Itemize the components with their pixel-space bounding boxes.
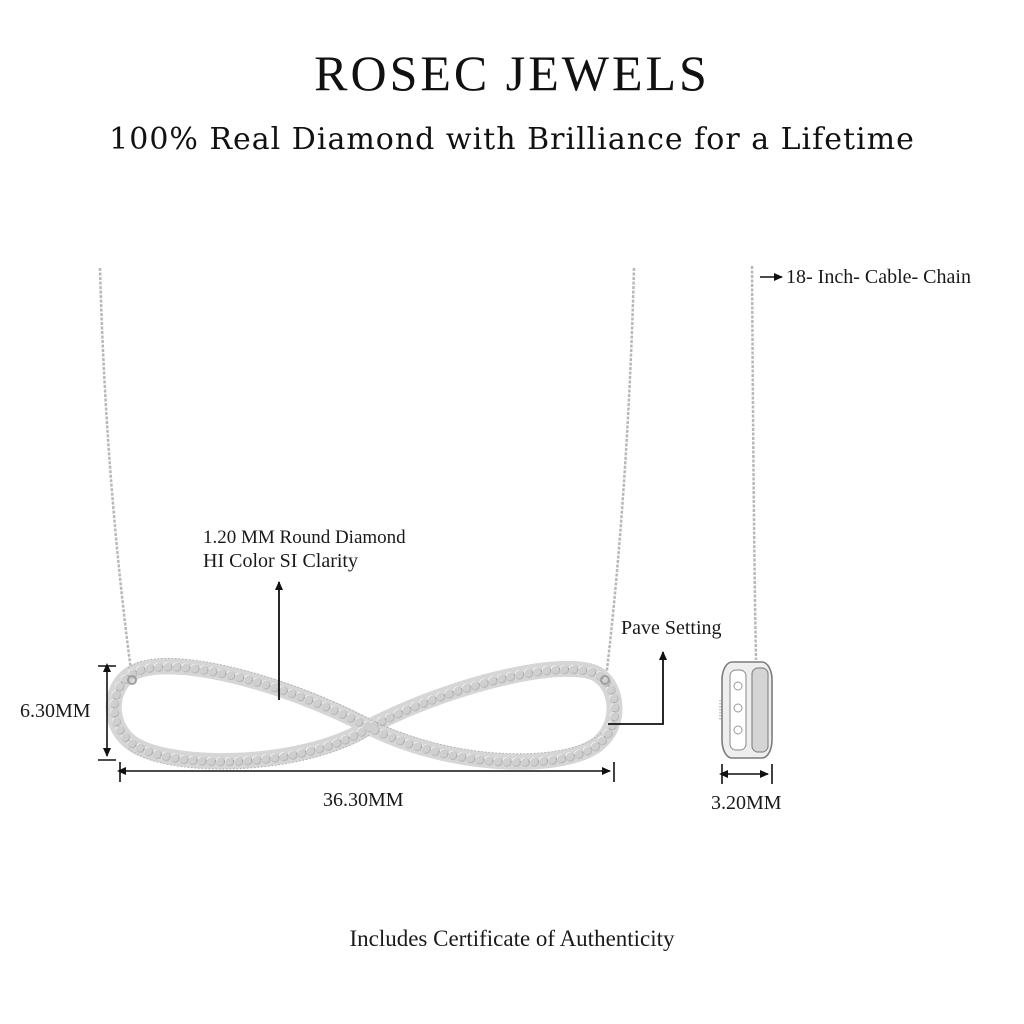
brand-title: ROSEC JEWELS [314, 45, 710, 101]
depth-dimension-arrow [719, 764, 773, 784]
depth-label: 3.20MM [711, 792, 782, 814]
certificate-note: Includes Certificate of Authenticity [349, 926, 675, 951]
tagline: 100% Real Diamond with Brilliance for a … [109, 122, 915, 157]
setting-label: Pave Setting [621, 617, 722, 639]
width-label: 36.30MM [323, 789, 404, 811]
necklace-chain-side [750, 265, 758, 661]
pave-callout-arrow [608, 651, 667, 725]
pendant-side-view-icon [719, 661, 773, 759]
diamond-spec-line2: HI Color SI Clarity [203, 550, 358, 572]
height-dimension-arrow [98, 663, 116, 761]
diamond-spec-line1: 1.20 MM Round Diamond [203, 527, 406, 548]
height-label: 6.30MM [20, 700, 91, 722]
chain-label: 18- Inch- Cable- Chain [786, 266, 971, 288]
infinity-pendant-icon [105, 657, 623, 770]
necklace-chain-front [98, 267, 636, 679]
width-dimension-arrow [117, 762, 615, 782]
